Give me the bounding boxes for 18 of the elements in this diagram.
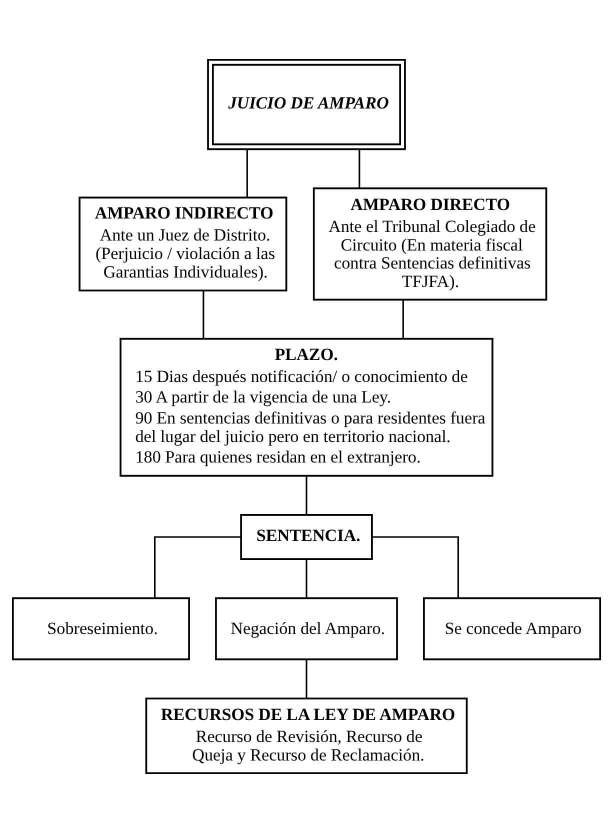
node-box: Negación del Amparo. — [215, 596, 398, 660]
node-box: PLAZO. 15 Dias después notificación/ o conocimiento de 30 A partir de la vigencia de una Ley. 90 En sentencias definitivas o para residentes fuera del lugar del juicio pero en territorio nacional. 180 Para quienes residan en el extranjero. — [120, 337, 494, 476]
connector — [202, 290, 204, 338]
connector — [306, 475, 308, 514]
connector — [358, 148, 360, 188]
node-box: SENTENCIA. — [240, 514, 373, 560]
connector — [306, 558, 308, 598]
node-box: Sobreseimiento. — [12, 596, 190, 660]
node-box: RECURSOS DE LA LEY DE AMPARO Recurso de Revisión, Recurso de Queja y Recurso de Reclamación. — [145, 697, 468, 774]
node-box: AMPARO INDIRECTO Ante un Juez de Distrito. (Perjuicio / violación a las Garantias Individuales). — [78, 196, 288, 291]
node-box: Se concede Amparo — [423, 596, 602, 660]
connector — [402, 299, 404, 338]
connector — [154, 536, 241, 598]
node-box: JUICIO DE AMPARO — [207, 58, 406, 150]
connector — [306, 659, 308, 698]
connector — [372, 536, 459, 598]
node-box: AMPARO DIRECTO Ante el Tribunal Colegiado de Circuito (En materia fiscal contra Sentencias definitivas TFJFA). — [312, 186, 548, 300]
connector — [246, 148, 248, 197]
